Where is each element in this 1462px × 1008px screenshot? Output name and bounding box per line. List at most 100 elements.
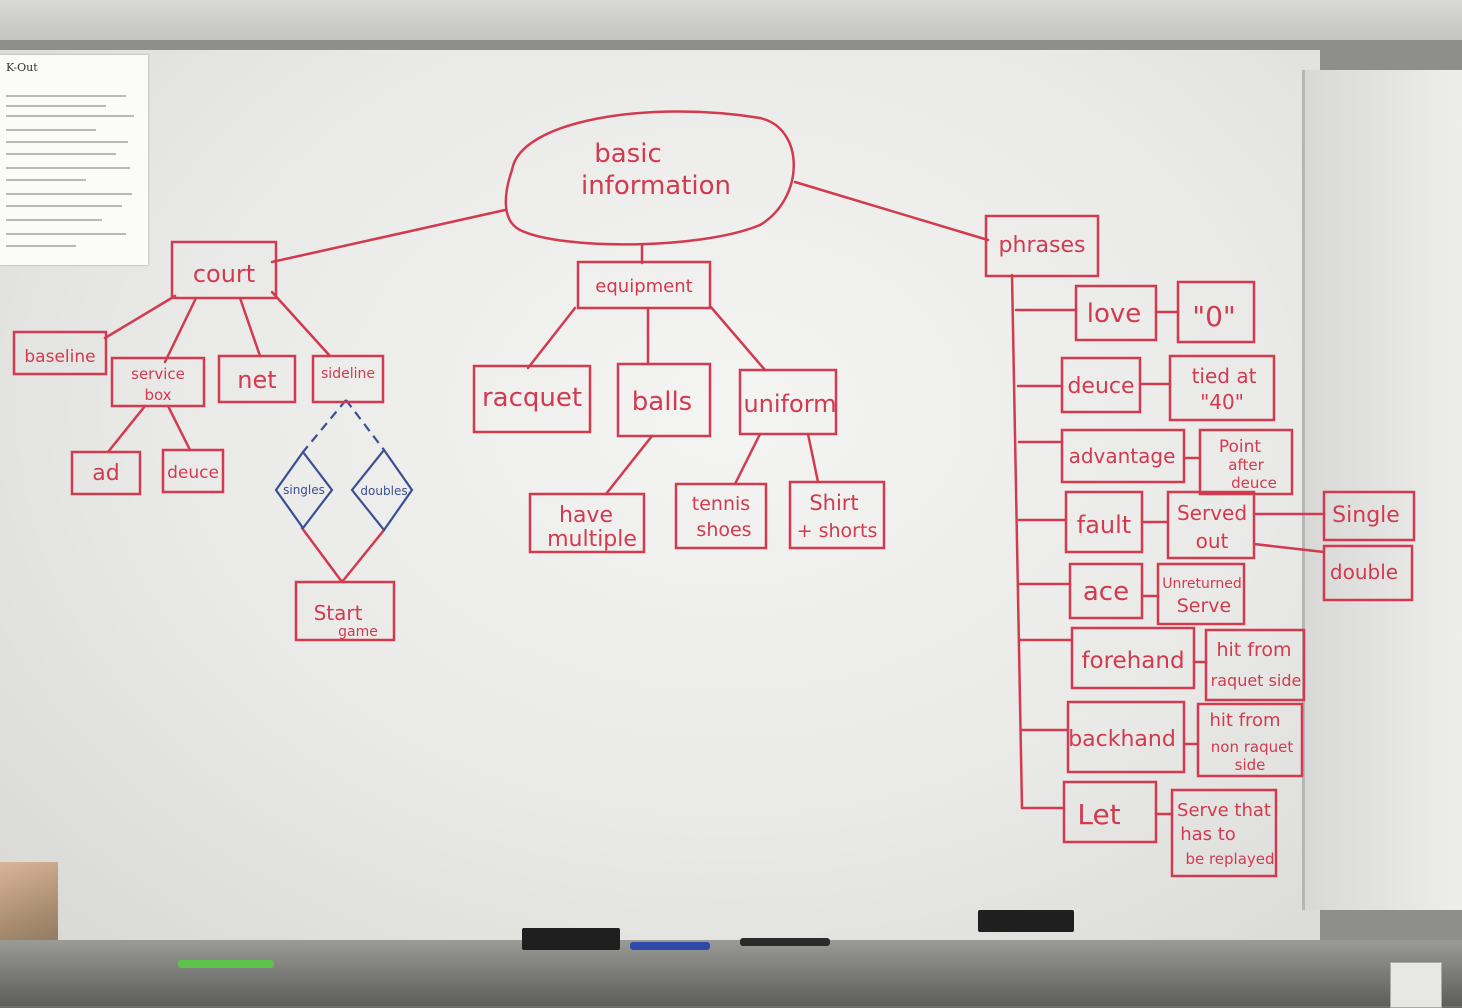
ad-box: [70, 450, 142, 496]
edge-equipment-uniform: [708, 304, 767, 372]
forehand-def-label-line1: hit from: [1216, 639, 1291, 661]
love-label: love: [1087, 299, 1142, 329]
ad-label: ad: [92, 461, 119, 486]
advantage-def-label-line3: deuce: [1231, 474, 1277, 492]
notice-text-line: [6, 115, 134, 117]
backhand-box: [1066, 700, 1186, 774]
doubles-label: doubles: [360, 484, 407, 498]
start-game-label-line2: game: [338, 624, 378, 640]
let-def-label-line1: Serve that: [1177, 800, 1271, 821]
baseline-box: [12, 330, 108, 376]
let-def-label-line2: has to: [1180, 824, 1236, 845]
shirt-shorts-label-line1: Shirt: [809, 491, 858, 515]
black-marker[interactable]: [740, 938, 830, 946]
notice-text-line: [6, 105, 106, 107]
uniform-box: [738, 368, 838, 436]
love-def-label: "0": [1192, 300, 1236, 333]
fault-def-label-line2: out: [1196, 529, 1229, 553]
shirt-shorts-box: [788, 480, 886, 550]
ace-def-label-line2: Serve: [1177, 595, 1232, 617]
root-label-line2: information: [581, 171, 731, 201]
edge-sideline-doubles: [345, 399, 385, 451]
edge-singles-start: [300, 526, 344, 584]
net-box: [217, 354, 297, 404]
notice-text-line: [6, 129, 96, 131]
edge-court-sideline: [270, 290, 332, 358]
let-def-label-line3: be replayed: [1185, 850, 1274, 868]
single-label: Single: [1332, 503, 1400, 528]
deuce-def-label-line1: tied at: [1192, 364, 1257, 388]
notice-text-line: [6, 179, 86, 181]
advantage-box: [1060, 428, 1186, 484]
have-multiple-box: [528, 492, 646, 554]
start-game-box: [294, 580, 396, 642]
have-multiple-label-line2: multiple: [547, 527, 637, 552]
backhand-def-label-line2: non raquet: [1211, 738, 1294, 756]
backhand-def-box: [1196, 702, 1304, 778]
advantage-def-label-line2: after: [1228, 456, 1264, 474]
service-box-label-line2: box: [144, 386, 171, 404]
start-game-label-line1: Start: [314, 601, 363, 625]
sideline-box: [311, 354, 385, 404]
let-label: Let: [1077, 798, 1120, 831]
root-bubble: [504, 110, 795, 246]
notice-text-line: [6, 95, 126, 97]
backhand-label: backhand: [1068, 727, 1176, 752]
green-marker[interactable]: [178, 960, 274, 968]
phrases-label: phrases: [999, 233, 1086, 258]
racquet-label: racquet: [482, 383, 582, 413]
forehand-def-label-line2: raquet side: [1211, 671, 1302, 690]
blue-marker[interactable]: [630, 942, 710, 950]
edge-court-service-box: [163, 296, 198, 364]
double-box: [1322, 544, 1414, 602]
edge-fault-double: [1252, 542, 1326, 554]
sideline-label: sideline: [321, 366, 375, 382]
forehand-def-box: [1204, 628, 1306, 702]
notice-text-line: [6, 167, 130, 169]
eraser[interactable]: [522, 928, 620, 950]
notice-title: K-Out: [6, 61, 38, 74]
notice-text-line: [6, 141, 128, 143]
ace-def-label-line1: Unreturned: [1162, 576, 1241, 592]
deuce-box: [1060, 356, 1142, 414]
marker-tray: [0, 940, 1462, 1006]
ace-label: ace: [1083, 577, 1129, 607]
whiteboard: [0, 50, 1320, 950]
have-multiple-label-line1: have: [559, 503, 613, 528]
deuce-def-box: [1168, 354, 1276, 422]
let-def-box: [1170, 788, 1278, 878]
edge-service-box-deuce: [166, 404, 192, 452]
baseline-label: baseline: [24, 347, 95, 367]
edge-court-baseline: [103, 294, 177, 340]
ace-def-box: [1156, 562, 1246, 626]
forehand-label: forehand: [1081, 648, 1184, 674]
backhand-def-label-line3: side: [1235, 756, 1266, 774]
advantage-label: advantage: [1069, 444, 1176, 468]
notice-text-line: [6, 193, 132, 195]
service-box-label-line1: service: [131, 365, 185, 383]
singles-label: singles: [283, 483, 325, 497]
whiteboard-right-panel: [1302, 70, 1462, 910]
advantage-def-label-line1: Point: [1219, 437, 1262, 457]
eraser[interactable]: [978, 910, 1074, 932]
service-box-box: [110, 356, 206, 408]
notice-text-line: [6, 153, 116, 155]
edge-court-net: [238, 296, 262, 358]
fault-box: [1064, 490, 1144, 554]
ace-box: [1068, 562, 1144, 620]
forehand-box: [1070, 626, 1196, 690]
edge-root-phrases: [793, 180, 990, 242]
equipment-box: [576, 260, 712, 310]
tennis-shoes-label-line1: tennis: [692, 493, 750, 515]
notice-text-line: [6, 205, 122, 207]
uniform-label: uniform: [743, 390, 836, 418]
edge-equipment-racquet: [526, 306, 577, 370]
fault-label: fault: [1077, 511, 1131, 539]
balls-label: balls: [632, 387, 692, 417]
tennis-shoes-box: [674, 482, 768, 550]
single-box: [1322, 490, 1416, 542]
notice-text-line: [6, 245, 76, 247]
deuce-label: deuce: [1067, 374, 1134, 399]
court-box: [170, 240, 278, 300]
